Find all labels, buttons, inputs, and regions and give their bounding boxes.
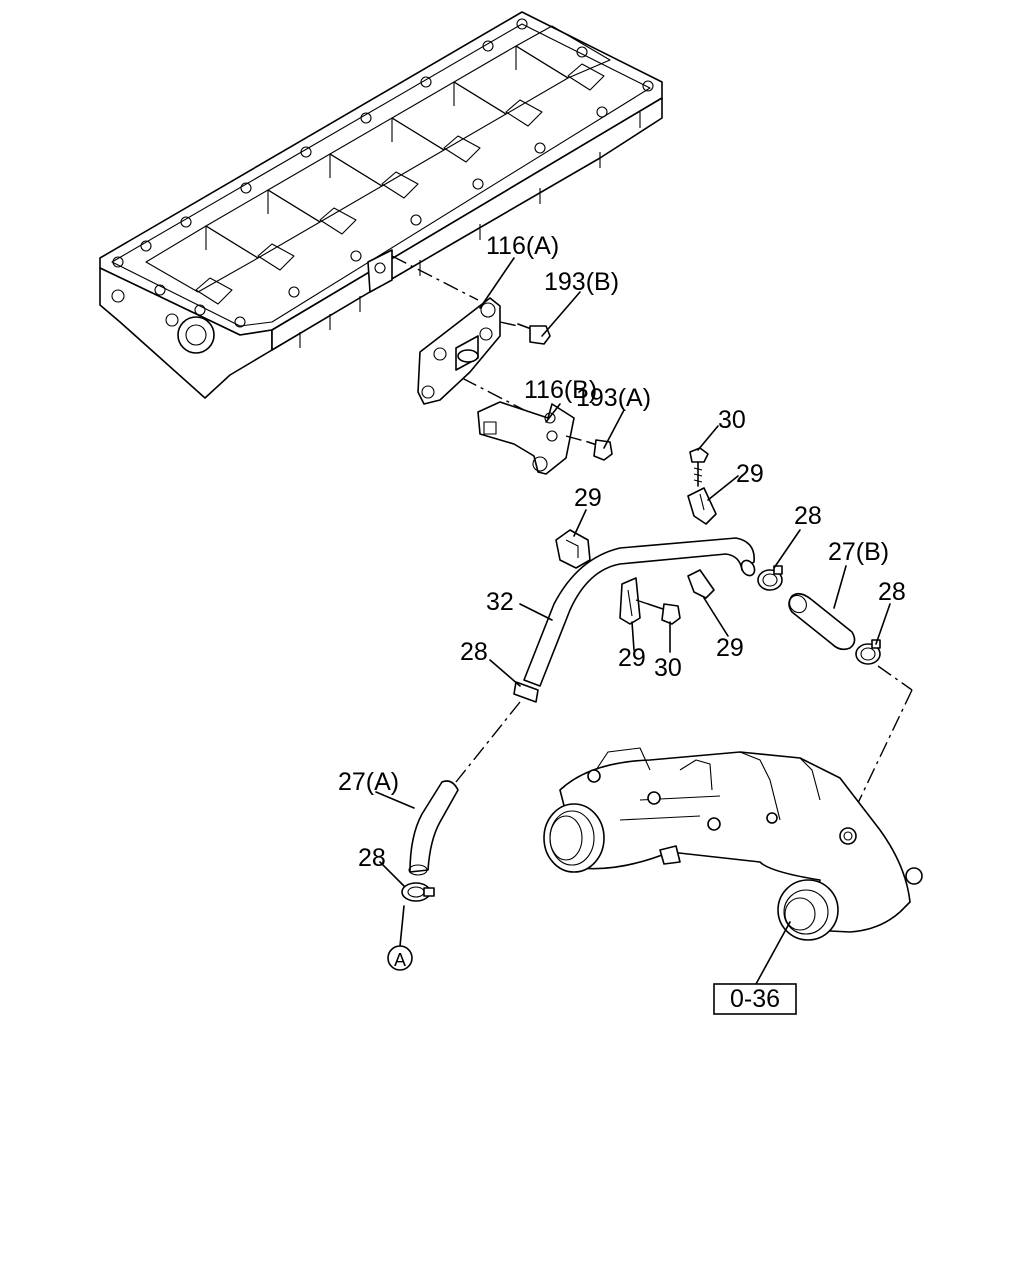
clamp-28-bottom (401, 882, 435, 902)
label-30-top: 30 (718, 406, 746, 434)
label-116a: 116(A) (486, 232, 559, 260)
label-28-left: 28 (460, 638, 488, 666)
intake-duct (543, 747, 923, 941)
clamp-28-right (855, 639, 881, 665)
hose-27b (788, 592, 856, 651)
clip-29-lower-right (687, 569, 715, 599)
clip-29-top (687, 487, 717, 525)
label-28-right: 28 (878, 578, 906, 606)
clamp-28-left (513, 681, 539, 703)
bolt-193b (499, 321, 551, 345)
label-30-lower: 30 (654, 654, 682, 682)
ref-circle-marker: A (387, 945, 413, 971)
label-32: 32 (486, 588, 514, 616)
label-27b: 27(B) (828, 538, 889, 566)
engine-crankcase (99, 11, 663, 399)
ref-box-label: 0-36 (730, 985, 780, 1013)
bracket-116a (417, 297, 501, 405)
pipe-32 (523, 537, 756, 687)
bolt-30-top (689, 447, 709, 487)
leader-lines (375, 257, 891, 887)
label-28-bottom: 28 (358, 844, 386, 872)
part-labels: 116(A) 193(B) 116(B) 193(A) 30 29 29 28 … (338, 232, 906, 872)
clip-29-left (555, 529, 591, 569)
label-29-lower-right: 29 (716, 634, 744, 662)
label-193a: 193(A) (576, 384, 651, 412)
ref-circle-label: A (394, 950, 406, 970)
bolt-193a (565, 435, 613, 461)
ref-box-0-36: 0-36 (713, 983, 797, 1015)
label-116b: 116(B) (524, 376, 597, 404)
label-29-left: 29 (574, 484, 602, 512)
bolt-30-lower (635, 599, 681, 625)
clamp-28-upper-right (757, 565, 783, 591)
label-29-top: 29 (736, 460, 764, 488)
label-193b: 193(B) (544, 268, 619, 296)
label-28-upper-right: 28 (794, 502, 822, 530)
hose-27a (408, 780, 459, 876)
bracket-116b (477, 401, 575, 475)
label-29-lower: 29 (618, 644, 646, 672)
label-27a: 27(A) (338, 768, 399, 796)
clip-29-lower (619, 577, 641, 625)
